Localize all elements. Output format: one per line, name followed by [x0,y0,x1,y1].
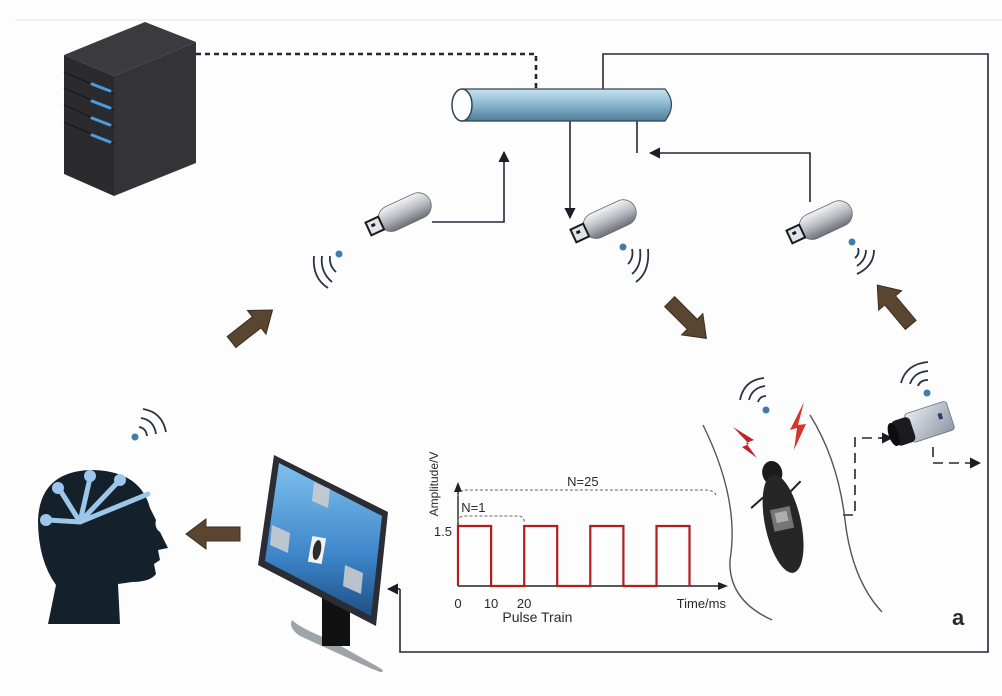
arrow-left-icon [185,518,241,550]
wifi-signal-icon [739,377,770,414]
monitor-icon [258,455,388,672]
arena-left-wall [702,424,773,621]
annotation-n25: N=25 [567,474,598,489]
y-axis-label: Amplitude/V [427,452,441,517]
pulse-series-line [456,524,691,588]
server-icon [63,22,196,196]
x-tick-label: 20 [517,596,531,611]
usb-adapter-1 [364,192,432,237]
annotation-n1: N=1 [461,500,485,515]
panel-label: a [952,605,965,630]
annotation-brace-n25 [457,489,717,497]
arrow-up-right-icon [226,309,274,349]
beetle-icon [750,460,804,573]
stimulation-lightning-icon [790,402,806,450]
connections [196,52,989,653]
bus-to-right-frame-line [399,53,989,653]
usb-adapter-2 [569,199,637,244]
chart-title: Pulse Train [502,609,572,625]
x-tick-label: 10 [484,596,498,611]
wifi-signal-icon [619,243,650,283]
x-axis-arrow [718,582,728,590]
annotation-brace-n1 [457,515,525,523]
server-to-bus-dotted-line [196,52,538,90]
wifi-signal-icon [312,250,343,289]
y-axis-arrow [454,482,462,492]
wifi-signal-icon [900,361,931,397]
usb1-to-bus-line [432,150,510,223]
pulse-train-chart: 0 10 20 1.5 N=1 N=25 Time/ms Amplitude/V P… [427,452,728,625]
wifi-signal-icon [848,238,875,275]
arena-right-wall [809,414,883,613]
usb-adapter-3 [785,200,853,245]
stimulation-lightning-icon [733,427,757,458]
x-axis-label: Time/ms [677,596,727,611]
network-bus-icon [451,88,673,122]
camera-icon [887,401,955,447]
arrow-up-left-icon [876,284,917,331]
insect-to-camera-dashed-line [843,437,884,516]
usb3-to-bus-line [648,147,811,202]
x-tick-label: 0 [454,596,461,611]
human-head-bci-icon [38,470,168,624]
wifi-signal-icon [131,408,167,441]
arrow-down-right-icon [663,295,707,339]
flow-arrows [185,284,917,550]
camera-to-frame-dashed-line [932,447,982,469]
y-tick-label: 1.5 [434,524,452,539]
arena-walls [702,414,883,621]
